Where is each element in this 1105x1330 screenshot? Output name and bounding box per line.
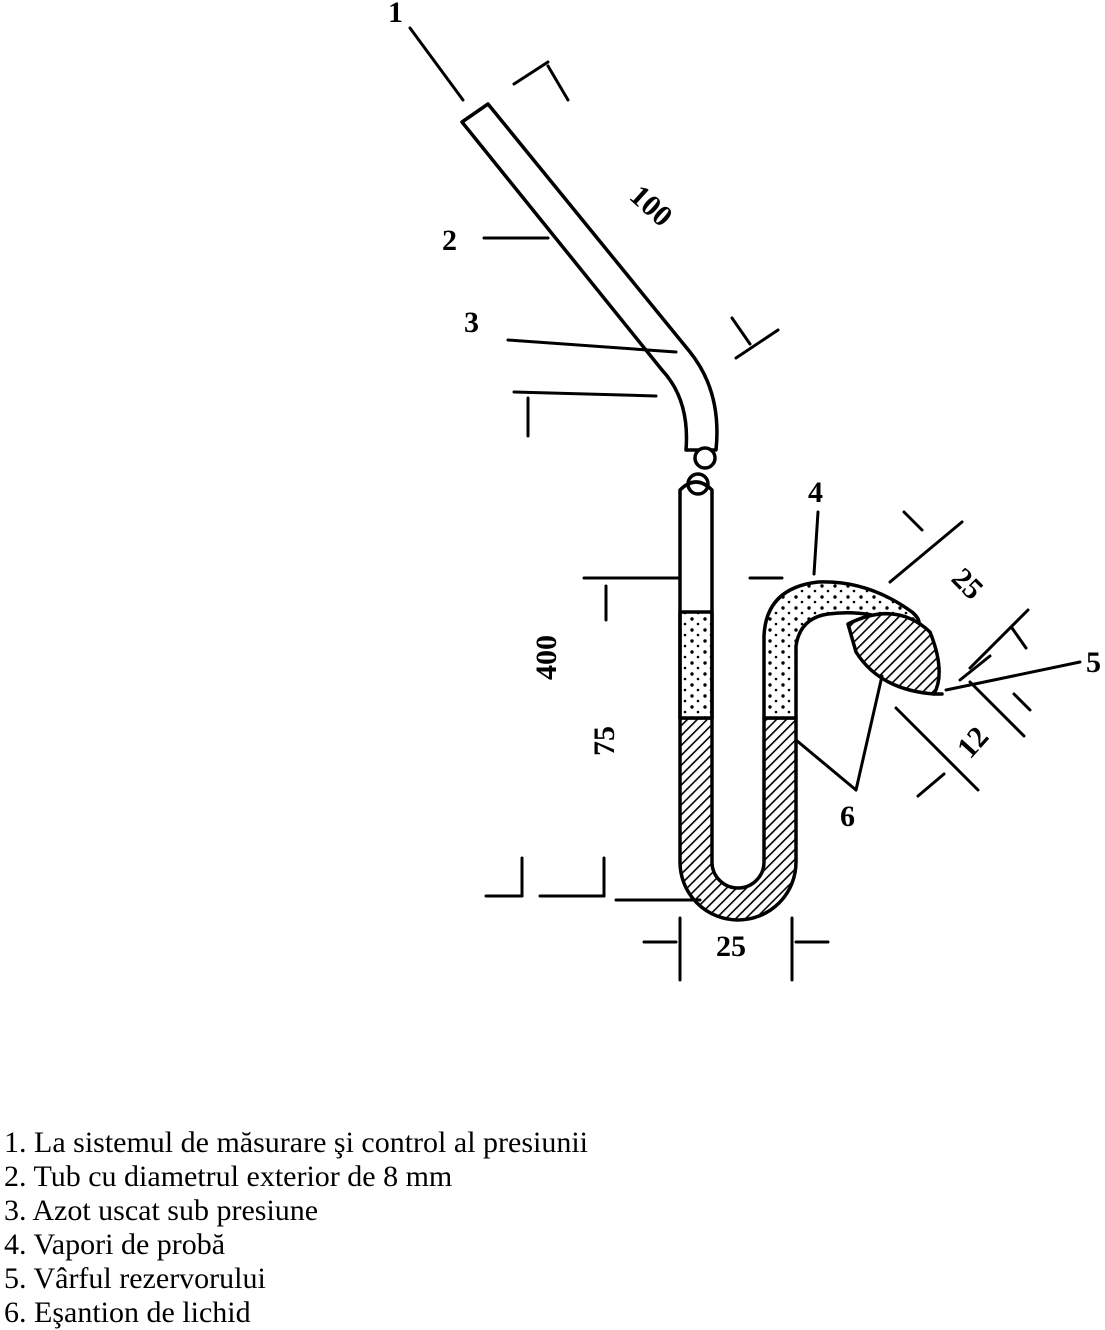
- leader-5a: [944, 660, 1082, 692]
- legend-item-1: 1. La sistemul de măsurare şi control al…: [4, 1126, 589, 1159]
- callout-2: 2: [442, 224, 457, 257]
- apparatus-diagram: 1 2 3 4 5 6 100 400 75 25 25 12: [388, 0, 1101, 982]
- u-tube: [678, 480, 714, 720]
- reservoir-bulb: [846, 612, 944, 696]
- dim-12-upper: [968, 680, 1026, 738]
- liquid-sample: [678, 716, 798, 922]
- leader-6b: [854, 674, 884, 792]
- leader-5b: [958, 654, 992, 682]
- leader-4: [812, 510, 820, 576]
- dim-25b-bottom: [968, 608, 1030, 670]
- dim-label-25-bulb: 25: [945, 562, 990, 607]
- callout-5: 5: [1086, 646, 1101, 679]
- legend-item-6: 6. Eşantion de lichid: [4, 1296, 251, 1329]
- level-line-top: [512, 390, 658, 398]
- callout-4: 4: [808, 476, 823, 509]
- leader-1: [408, 26, 465, 102]
- dim-label-12: 12: [951, 720, 996, 764]
- legend-item-2: 2. Tub cu diametrul exterior de 8 mm: [4, 1160, 453, 1193]
- legend-item-5: 5. Vârful rezervorului: [4, 1262, 266, 1295]
- callout-3: 3: [464, 306, 479, 339]
- dim-100-tick-arrow: [730, 316, 752, 346]
- dim-12-arrow-up: [1012, 692, 1032, 712]
- legend-item-3: 3. Azot uscat sub presiune: [4, 1194, 319, 1227]
- callout-1: 1: [388, 0, 403, 29]
- dim-100-tick-top: [512, 60, 550, 86]
- upper-tube: [460, 102, 719, 452]
- dim-label-25-bottom: 25: [716, 930, 746, 963]
- joint-circle-top: [693, 446, 717, 470]
- dim-12-arrow: [916, 772, 946, 798]
- leader-6a: [794, 738, 858, 792]
- leader-3: [506, 338, 678, 354]
- dim-100-tick-mid: [546, 64, 570, 102]
- dim-25b-arrow2: [1010, 626, 1028, 650]
- legend-item-4: 4. Vapori de probă: [4, 1228, 226, 1261]
- dim-label-100: 100: [623, 179, 679, 234]
- dim-100-tick-bottom: [734, 328, 780, 360]
- dim-12-line: [894, 706, 980, 792]
- dim-label-75: 75: [588, 726, 621, 756]
- dim-25b-top: [888, 520, 964, 584]
- dim-25b-arrow: [902, 510, 924, 532]
- dim-label-400: 400: [530, 635, 563, 680]
- legend-list: 1. La sistemul de măsurare şi control al…: [4, 1126, 588, 1330]
- callout-6: 6: [840, 800, 855, 833]
